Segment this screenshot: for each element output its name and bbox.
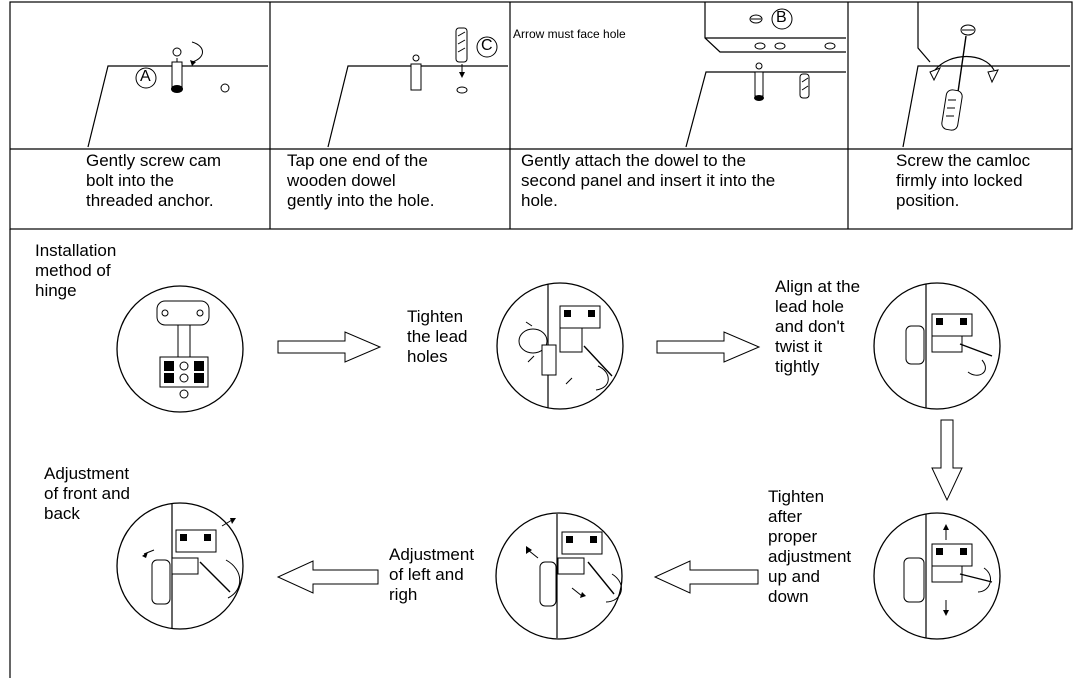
- step-3-caption: Gently attach the dowel to the second pa…: [521, 151, 776, 210]
- hinge-step-5-label: Adjustment of front and back: [44, 464, 131, 523]
- step-1-caption: Gently screw cam bolt into the threaded …: [86, 151, 222, 210]
- hinge-step-3-label: Tighten after proper adjustment up and d…: [768, 487, 852, 606]
- arrow-note: Arrow must face hole: [513, 27, 626, 41]
- hinge-title: Installation method of hinge: [35, 241, 117, 300]
- marker-a-label: A: [140, 68, 151, 85]
- hinge-step-1-label: Tighten the lead holes: [407, 307, 468, 366]
- marker-b-label: B: [776, 9, 787, 26]
- hinge-step-2-label: Align at the lead hole and don't twist i…: [775, 277, 861, 376]
- hinge-step-4-label: Adjustment of left and righ: [389, 545, 475, 604]
- step-4-caption: Screw the camloc firmly into locked posi…: [896, 151, 1031, 210]
- step-2-caption: Tap one end of the wooden dowel gently i…: [287, 151, 435, 210]
- marker-c-label: C: [481, 37, 493, 54]
